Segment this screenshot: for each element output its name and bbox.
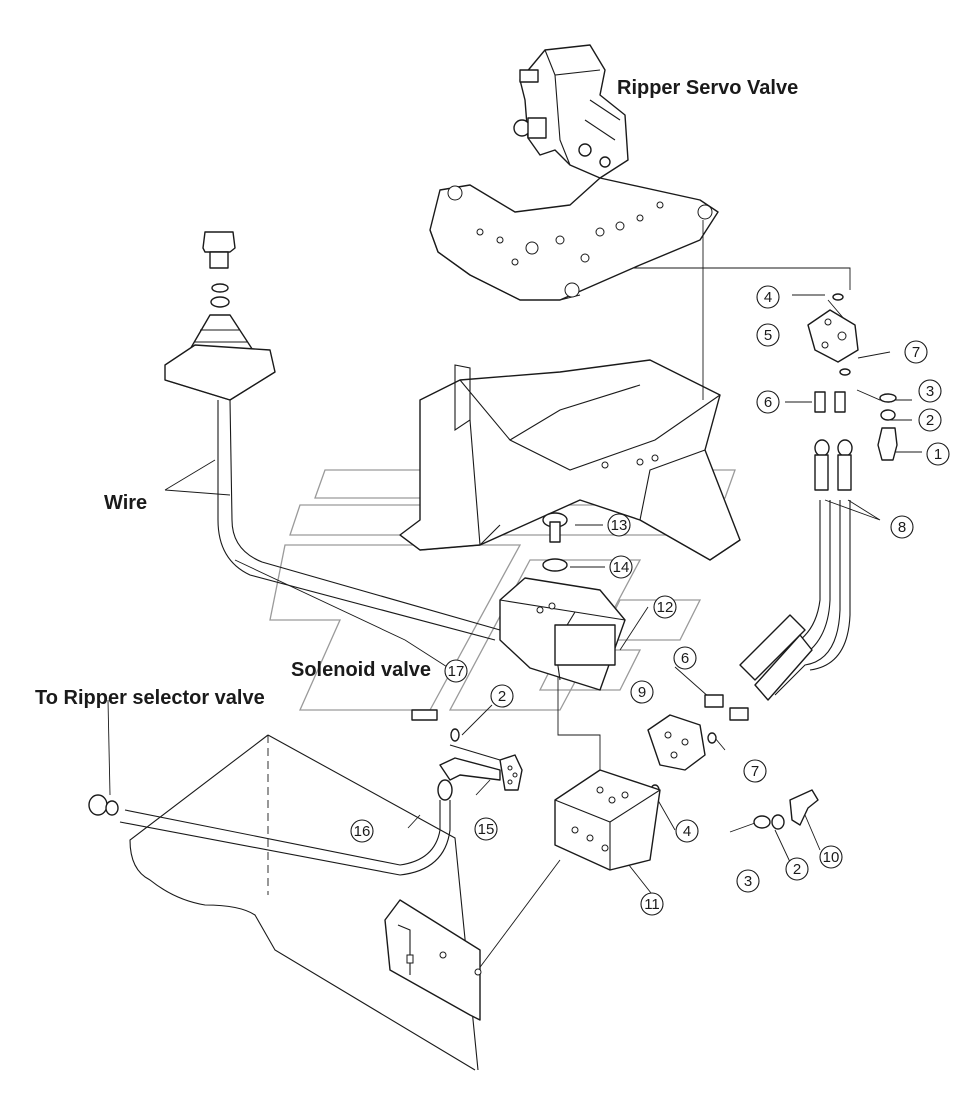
- svg-text:2: 2: [498, 688, 506, 705]
- control-stand: [399, 359, 741, 561]
- callout-7: 7: [904, 340, 928, 364]
- wire-label: Wire: [104, 492, 147, 514]
- solenoid-valve-label: Solenoid valve: [291, 659, 431, 681]
- svg-text:14: 14: [613, 559, 630, 576]
- callout-6b: 6: [673, 646, 697, 670]
- svg-text:13: 13: [611, 517, 628, 534]
- ripper-servo-valve-label: Ripper Servo Valve: [617, 77, 798, 99]
- callout-4: 4: [756, 285, 780, 309]
- svg-text:17: 17: [448, 663, 465, 680]
- svg-text:10: 10: [823, 849, 840, 866]
- callout-2: 2: [918, 408, 942, 432]
- mounting-plate: [429, 177, 719, 301]
- right-cluster: [739, 293, 898, 701]
- svg-text:4: 4: [683, 823, 691, 840]
- svg-text:6: 6: [681, 650, 689, 667]
- washer-14: [542, 558, 568, 572]
- callout-11: 11: [640, 892, 664, 916]
- manifold-9: [647, 694, 749, 796]
- solenoid-valve: [499, 577, 626, 691]
- callout-4b: 4: [675, 819, 699, 843]
- callout-5: 5: [756, 323, 780, 347]
- svg-text:3: 3: [744, 873, 752, 890]
- fittings-lower-right: [753, 789, 819, 830]
- lower-housing: [129, 734, 482, 1071]
- callout-14: 14: [609, 555, 633, 579]
- svg-text:7: 7: [912, 344, 920, 361]
- ripper-servo-valve: [513, 44, 629, 179]
- svg-text:7: 7: [751, 763, 759, 780]
- svg-text:12: 12: [657, 599, 674, 616]
- callout-7b: 7: [743, 759, 767, 783]
- callout-10: 10: [819, 845, 843, 869]
- callout-9: 9: [630, 680, 654, 704]
- svg-text:11: 11: [644, 896, 660, 913]
- callout-1: 1: [926, 442, 950, 466]
- svg-text:8: 8: [898, 519, 906, 536]
- control-lever: [164, 231, 501, 641]
- svg-text:2: 2: [926, 412, 934, 429]
- callout-3: 3: [918, 379, 942, 403]
- callout-2b: 2: [490, 684, 514, 708]
- to-ripper-selector-valve-label: To Ripper selector valve: [35, 687, 265, 709]
- valve-block-11: [554, 769, 661, 871]
- callout-17: 17: [444, 659, 468, 683]
- svg-text:6: 6: [764, 394, 772, 411]
- svg-text:1: 1: [934, 446, 942, 463]
- callout-12: 12: [653, 595, 677, 619]
- svg-text:4: 4: [764, 289, 772, 306]
- callout-13: 13: [607, 513, 631, 537]
- svg-text:3: 3: [926, 383, 934, 400]
- callout-6: 6: [756, 390, 780, 414]
- callout-16: 16: [350, 819, 374, 843]
- svg-text:9: 9: [638, 684, 646, 701]
- callout-15: 15: [474, 817, 498, 841]
- svg-text:5: 5: [764, 327, 772, 344]
- bolt-13: [542, 512, 568, 543]
- svg-text:2: 2: [793, 861, 801, 878]
- svg-text:15: 15: [478, 821, 495, 838]
- callout-3b: 3: [736, 869, 760, 893]
- callouts: 4 5 7 3 2 1 6 8 13 14 12 17 6 9 2 7 15 4…: [350, 285, 950, 916]
- svg-text:16: 16: [354, 823, 371, 840]
- callout-8: 8: [890, 515, 914, 539]
- callout-2c: 2: [785, 857, 809, 881]
- hose-assembly: [88, 709, 523, 876]
